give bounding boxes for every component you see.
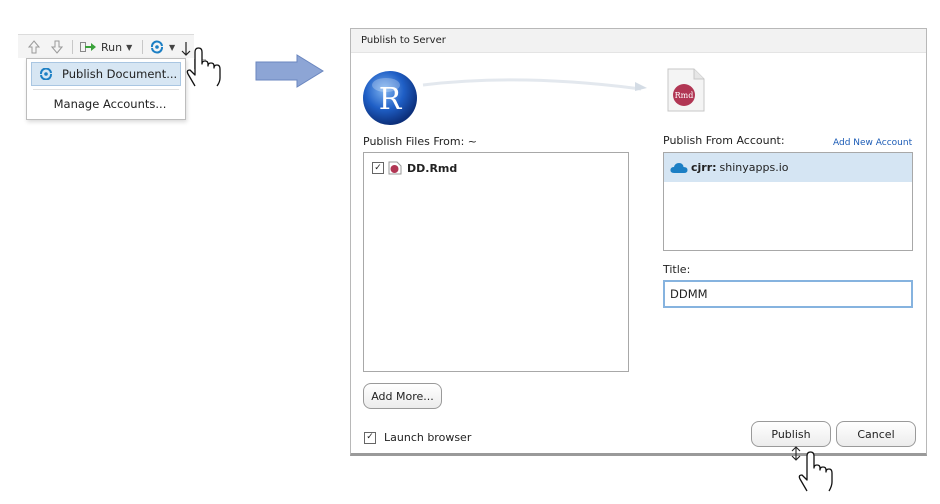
run-label: Run [101,40,123,54]
account-server: shinyapps.io [719,161,789,174]
files-list: ✓ DD.Rmd [363,152,629,372]
add-new-account-link[interactable]: Add New Account [833,138,913,148]
file-name: DD.Rmd [407,161,458,175]
menu-item-label: Manage Accounts... [53,97,167,111]
add-more-button[interactable]: Add More... [363,383,442,409]
launch-browser-checkbox[interactable]: ✓ [364,431,376,444]
publish-icon [40,68,52,80]
publish-icon [151,40,163,54]
cancel-button[interactable]: Cancel [836,421,916,447]
publish-button[interactable]: Publish [751,421,831,447]
toolbar-separator [72,40,73,54]
cancel-button-label: Cancel [857,427,895,441]
arrow-down-icon [51,40,63,54]
pointer-arrow-icon [181,42,191,56]
publish-dropdown-menu: Publish Document... Manage Accounts... [26,58,186,120]
title-input[interactable] [663,280,913,308]
cloud-icon [670,162,688,173]
rmd-badge-label: Rmd [675,91,694,100]
publish-account-label: Publish From Account: [663,134,785,147]
hand-cursor-icon [791,446,833,492]
dialog-title: Publish to Server [351,29,926,53]
arrow-up-icon [28,40,40,54]
list-item: ✓ DD.Rmd [372,161,457,175]
move-up-button[interactable] [28,39,40,55]
hand-cursor-icon [186,47,221,87]
title-label: Title: [663,263,691,276]
rmd-document-icon: Rmd [667,68,705,112]
run-button[interactable]: Run ▼ [80,39,132,55]
r-logo-icon: R [363,71,417,125]
move-down-button[interactable] [51,39,63,55]
r-logo-letter: R [379,82,403,117]
launch-browser-label: Launch browser [384,431,472,444]
menu-divider [33,89,179,90]
publish-button-label: Publish [771,427,811,441]
run-icon [80,42,96,52]
menu-item-publish-document[interactable]: Publish Document... [31,62,181,86]
menu-item-manage-accounts[interactable]: Manage Accounts... [31,92,181,116]
rmd-file-icon [388,161,402,175]
flow-arrow-icon [255,54,324,88]
add-more-label: Add More... [371,389,434,403]
editor-toolbar: Run ▼ ▼ [18,34,206,69]
publish-menu-button[interactable]: ▼ [149,39,175,55]
menu-item-label: Publish Document... [62,67,178,81]
run-dropdown-icon: ▼ [126,42,133,52]
account-user: cjrr: [691,161,717,174]
accounts-list: cjrr: shinyapps.io [663,152,913,251]
publish-files-label: Publish Files From: ~ [363,135,478,148]
account-row[interactable]: cjrr: shinyapps.io [664,153,912,182]
file-checkbox[interactable]: ✓ [372,162,384,174]
launch-browser-option[interactable]: ✓ Launch browser [364,431,471,444]
publish-dialog: Publish to Server R Rmd Publish Files Fr… [350,28,927,456]
toolbar-separator [142,40,143,54]
flow-line-icon [422,78,647,91]
publish-dropdown-icon: ▼ [169,42,176,52]
